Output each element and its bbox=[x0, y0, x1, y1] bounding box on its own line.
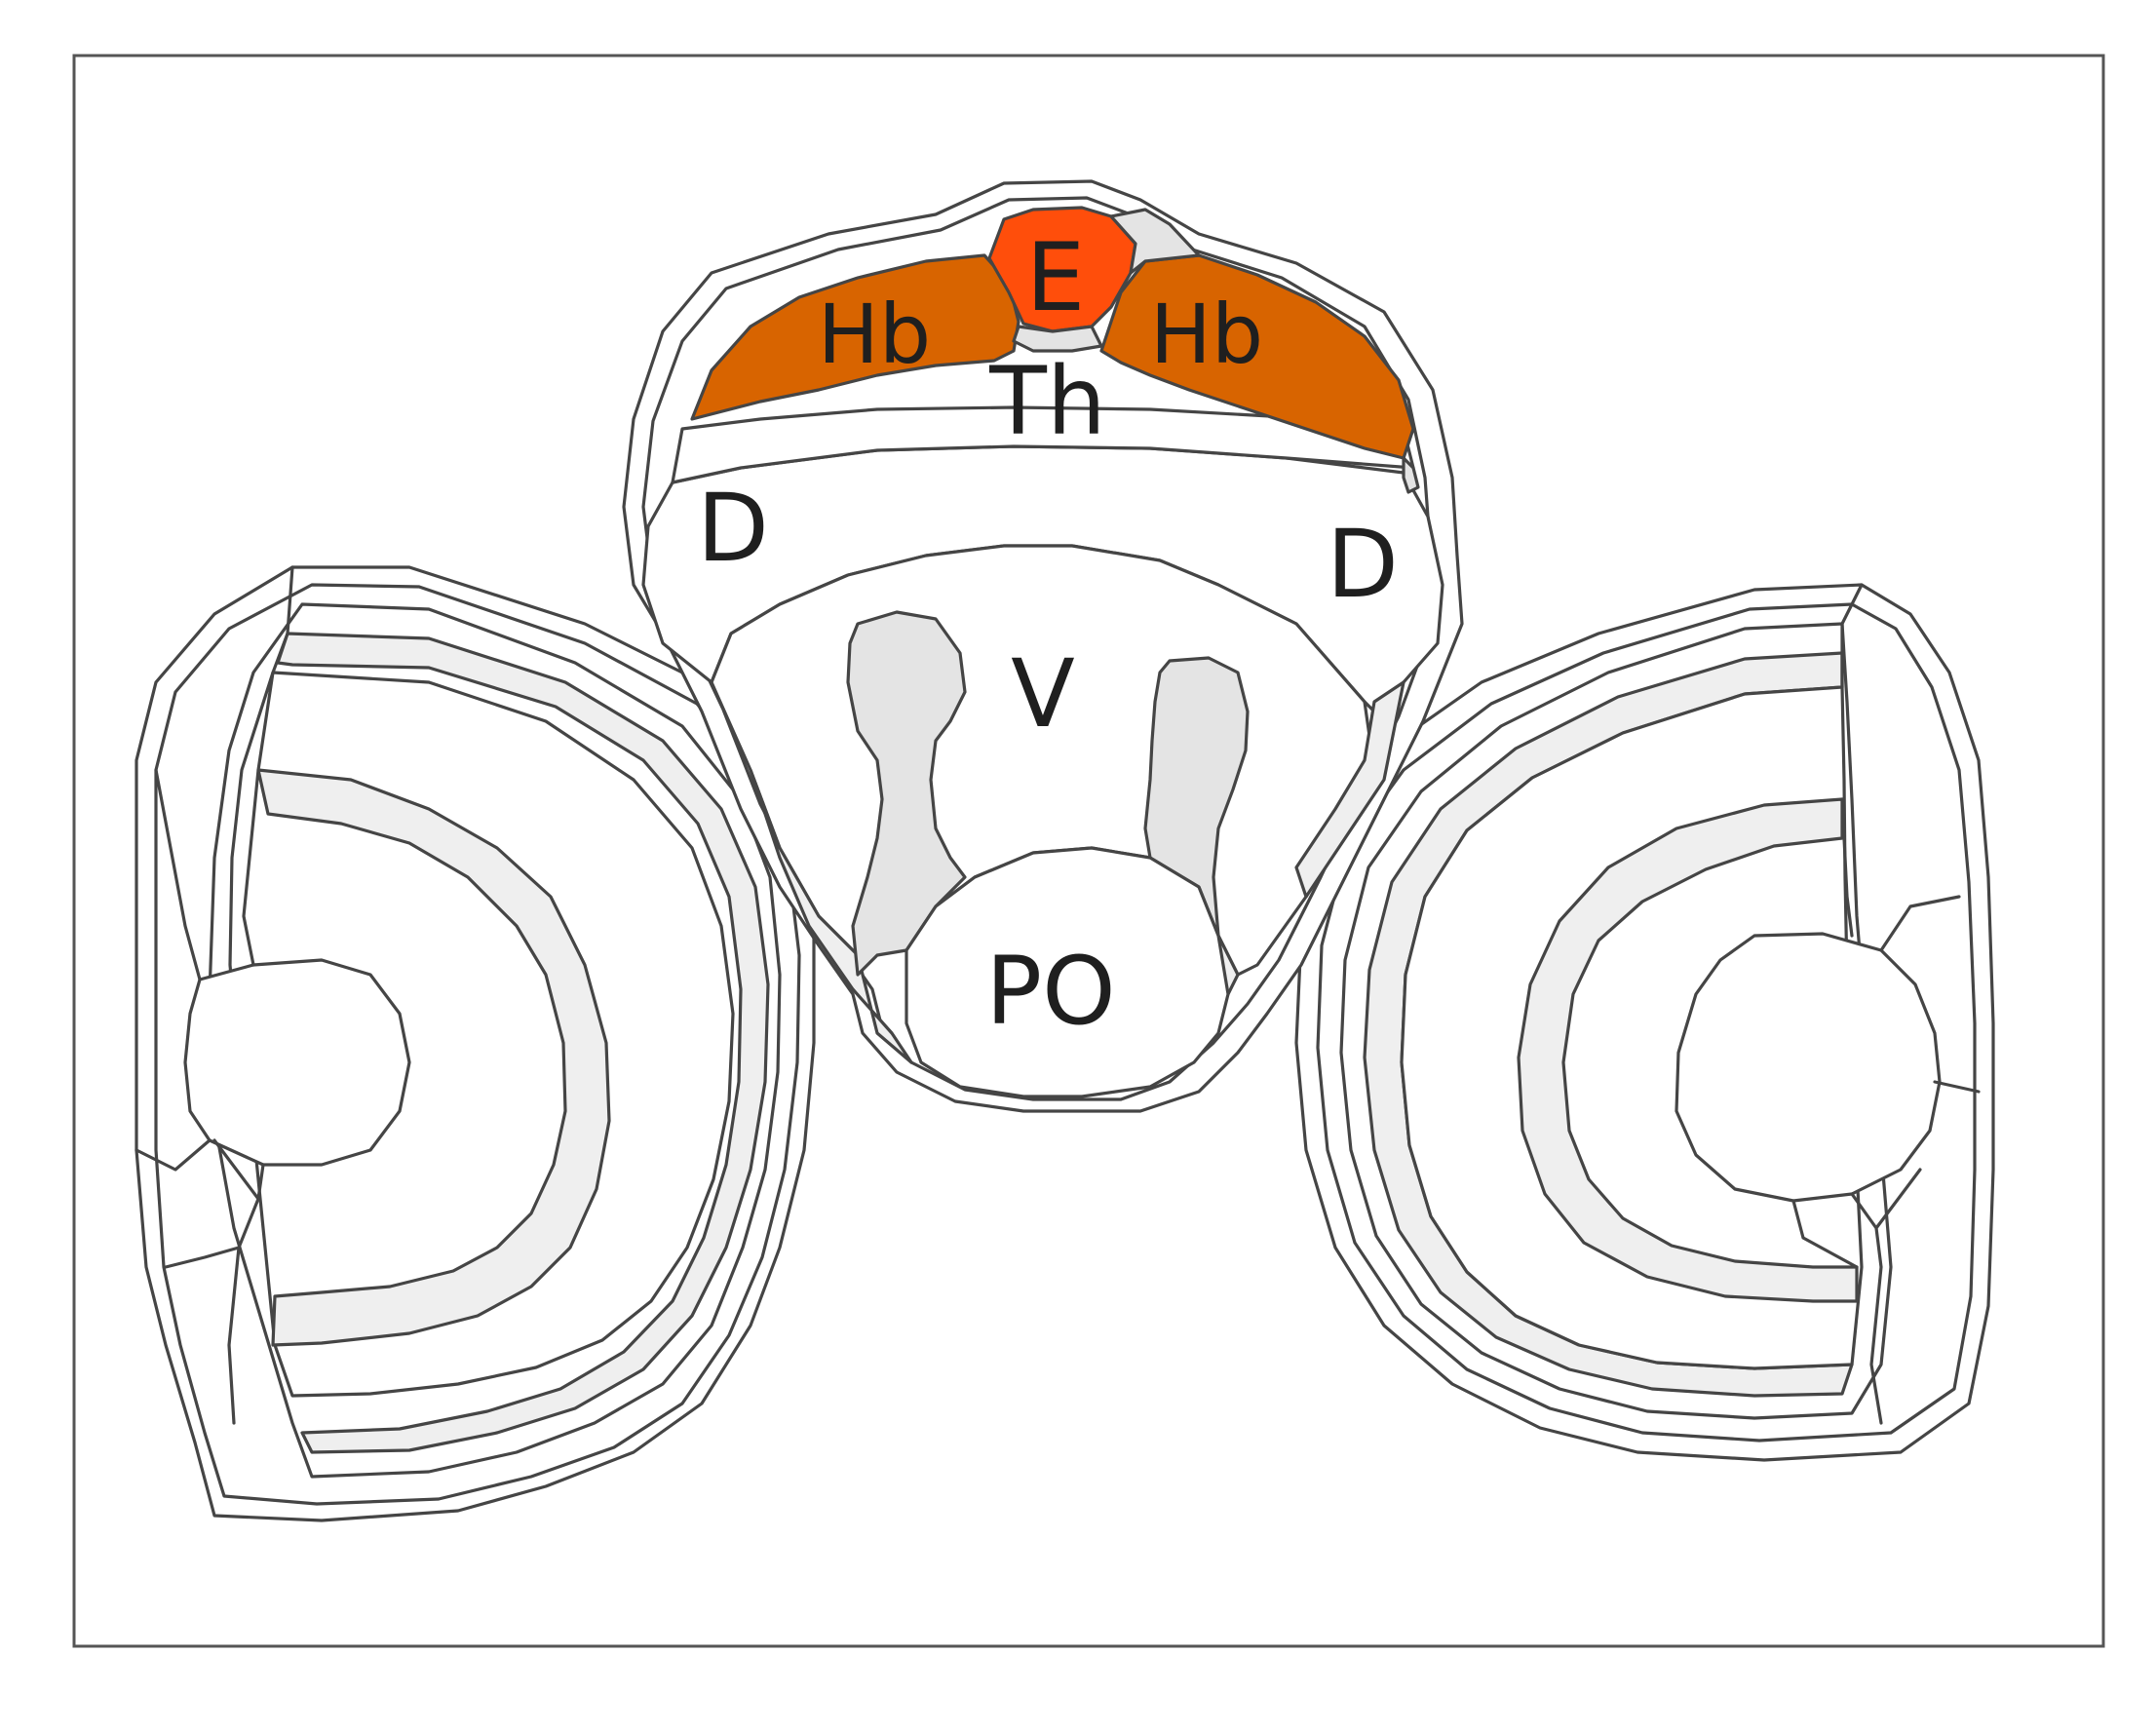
label-epiphysis: E bbox=[1026, 223, 1086, 332]
left-eye-gray-band-outer bbox=[276, 632, 770, 1454]
epiphysis-right-tissue bbox=[1109, 208, 1201, 275]
label-habenula-right: Hb bbox=[1150, 287, 1263, 382]
right-habenula-edge-tissue bbox=[1402, 456, 1420, 494]
left-eye-cell-boundaries bbox=[135, 565, 294, 1425]
left-eye-gray-band-inner bbox=[256, 768, 611, 1347]
label-dorsal-right: D bbox=[1327, 510, 1399, 619]
left-lateral-strip bbox=[749, 768, 913, 1064]
label-ventricle: V bbox=[1011, 639, 1075, 749]
left-eye-lens bbox=[183, 958, 411, 1167]
epiphysis-lower-tissue bbox=[1012, 325, 1103, 353]
right-eye-cell-boundaries bbox=[1791, 583, 1981, 1425]
label-thalamus: Th bbox=[988, 347, 1105, 456]
label-habenula-left: Hb bbox=[818, 287, 931, 382]
label-dorsal-left: D bbox=[697, 474, 769, 583]
brain bbox=[622, 179, 1464, 1113]
right-eye bbox=[1294, 583, 1995, 1462]
preoptic-area bbox=[905, 846, 1230, 1098]
left-eye bbox=[135, 565, 816, 1522]
epiphysis bbox=[987, 206, 1137, 333]
label-preoptic: PO bbox=[985, 937, 1115, 1046]
right-lateral-strip bbox=[1294, 680, 1405, 899]
right-eye-lens bbox=[1675, 932, 1942, 1203]
